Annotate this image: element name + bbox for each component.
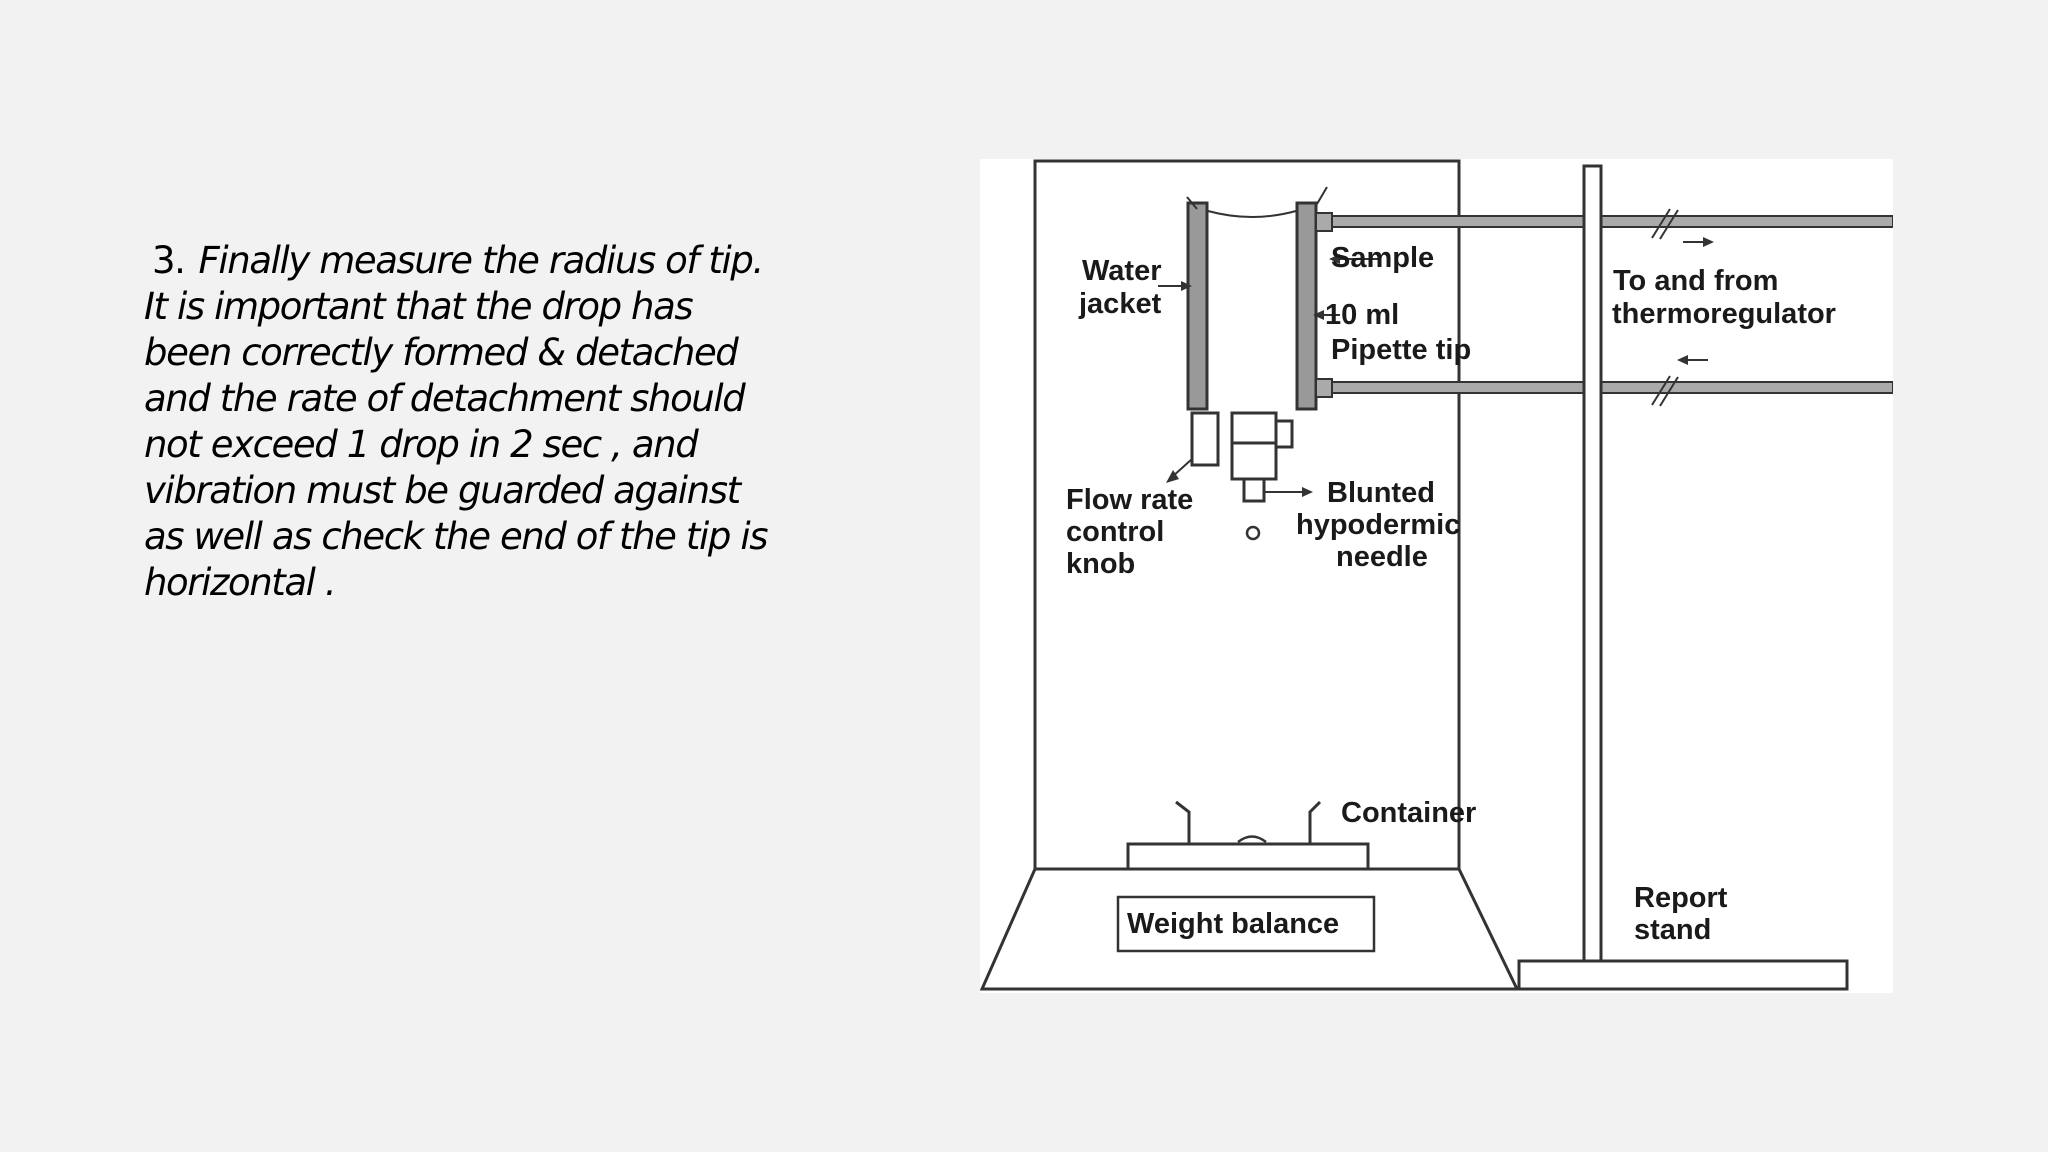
label-needle-line3: needle <box>1336 541 1428 573</box>
label-needle-line2: hypodermic <box>1296 509 1460 541</box>
step-text-block: 3.Finally measure the radius of tip. It … <box>144 238 784 606</box>
needle-housing-side <box>1274 419 1294 449</box>
lower-connector <box>1315 378 1333 398</box>
container-right-lip <box>1308 800 1322 845</box>
container-left-lip <box>1175 800 1191 845</box>
drop-weight-apparatus-diagram: Water jacket Sample 10 ml Pipette tip To… <box>980 159 1893 993</box>
blunted-needle <box>1242 477 1266 503</box>
label-flow-rate-line3: knob <box>1066 548 1135 580</box>
drop <box>1245 525 1261 541</box>
upper-connector <box>1315 212 1333 232</box>
step-description: Finally measure the radius of tip. It is… <box>144 239 769 604</box>
lower-tube <box>1331 381 1893 394</box>
needle-housing-top <box>1230 411 1278 445</box>
sample-meniscus <box>1207 210 1297 218</box>
flow-control-knob <box>1190 411 1220 467</box>
label-pipette-line1: 10 ml <box>1325 299 1399 331</box>
frame-outline <box>1033 159 1461 869</box>
needle-housing-bottom <box>1230 441 1278 481</box>
label-report-stand-line1: Report <box>1634 882 1728 914</box>
water-jacket-right-wall <box>1295 201 1318 411</box>
label-needle-line1: Blunted <box>1327 477 1435 509</box>
label-water-jacket-line2: jacket <box>1078 288 1162 320</box>
label-thermoregulator-line1: To and from <box>1613 265 1778 297</box>
label-water-jacket-line1: Water <box>1082 255 1162 287</box>
label-pipette-line2: Pipette tip <box>1331 334 1471 366</box>
label-flow-rate-line1: Flow rate <box>1066 484 1193 516</box>
label-container: Container <box>1341 797 1476 829</box>
label-weight-balance: Weight balance <box>1127 908 1339 940</box>
label-report-stand-line2: stand <box>1634 914 1711 946</box>
upper-tube <box>1331 215 1893 228</box>
step-number: 3. <box>152 239 186 282</box>
weight-balance-label-box <box>1116 895 1376 953</box>
label-flow-rate-line2: control <box>1066 516 1164 548</box>
stand-base <box>1517 959 1849 991</box>
label-thermoregulator-line2: thermoregulator <box>1612 298 1836 330</box>
label-sample: Sample <box>1331 242 1434 274</box>
balance-pan <box>1126 842 1370 871</box>
water-jacket-left-wall <box>1186 201 1209 411</box>
stand-rod <box>1582 164 1603 964</box>
